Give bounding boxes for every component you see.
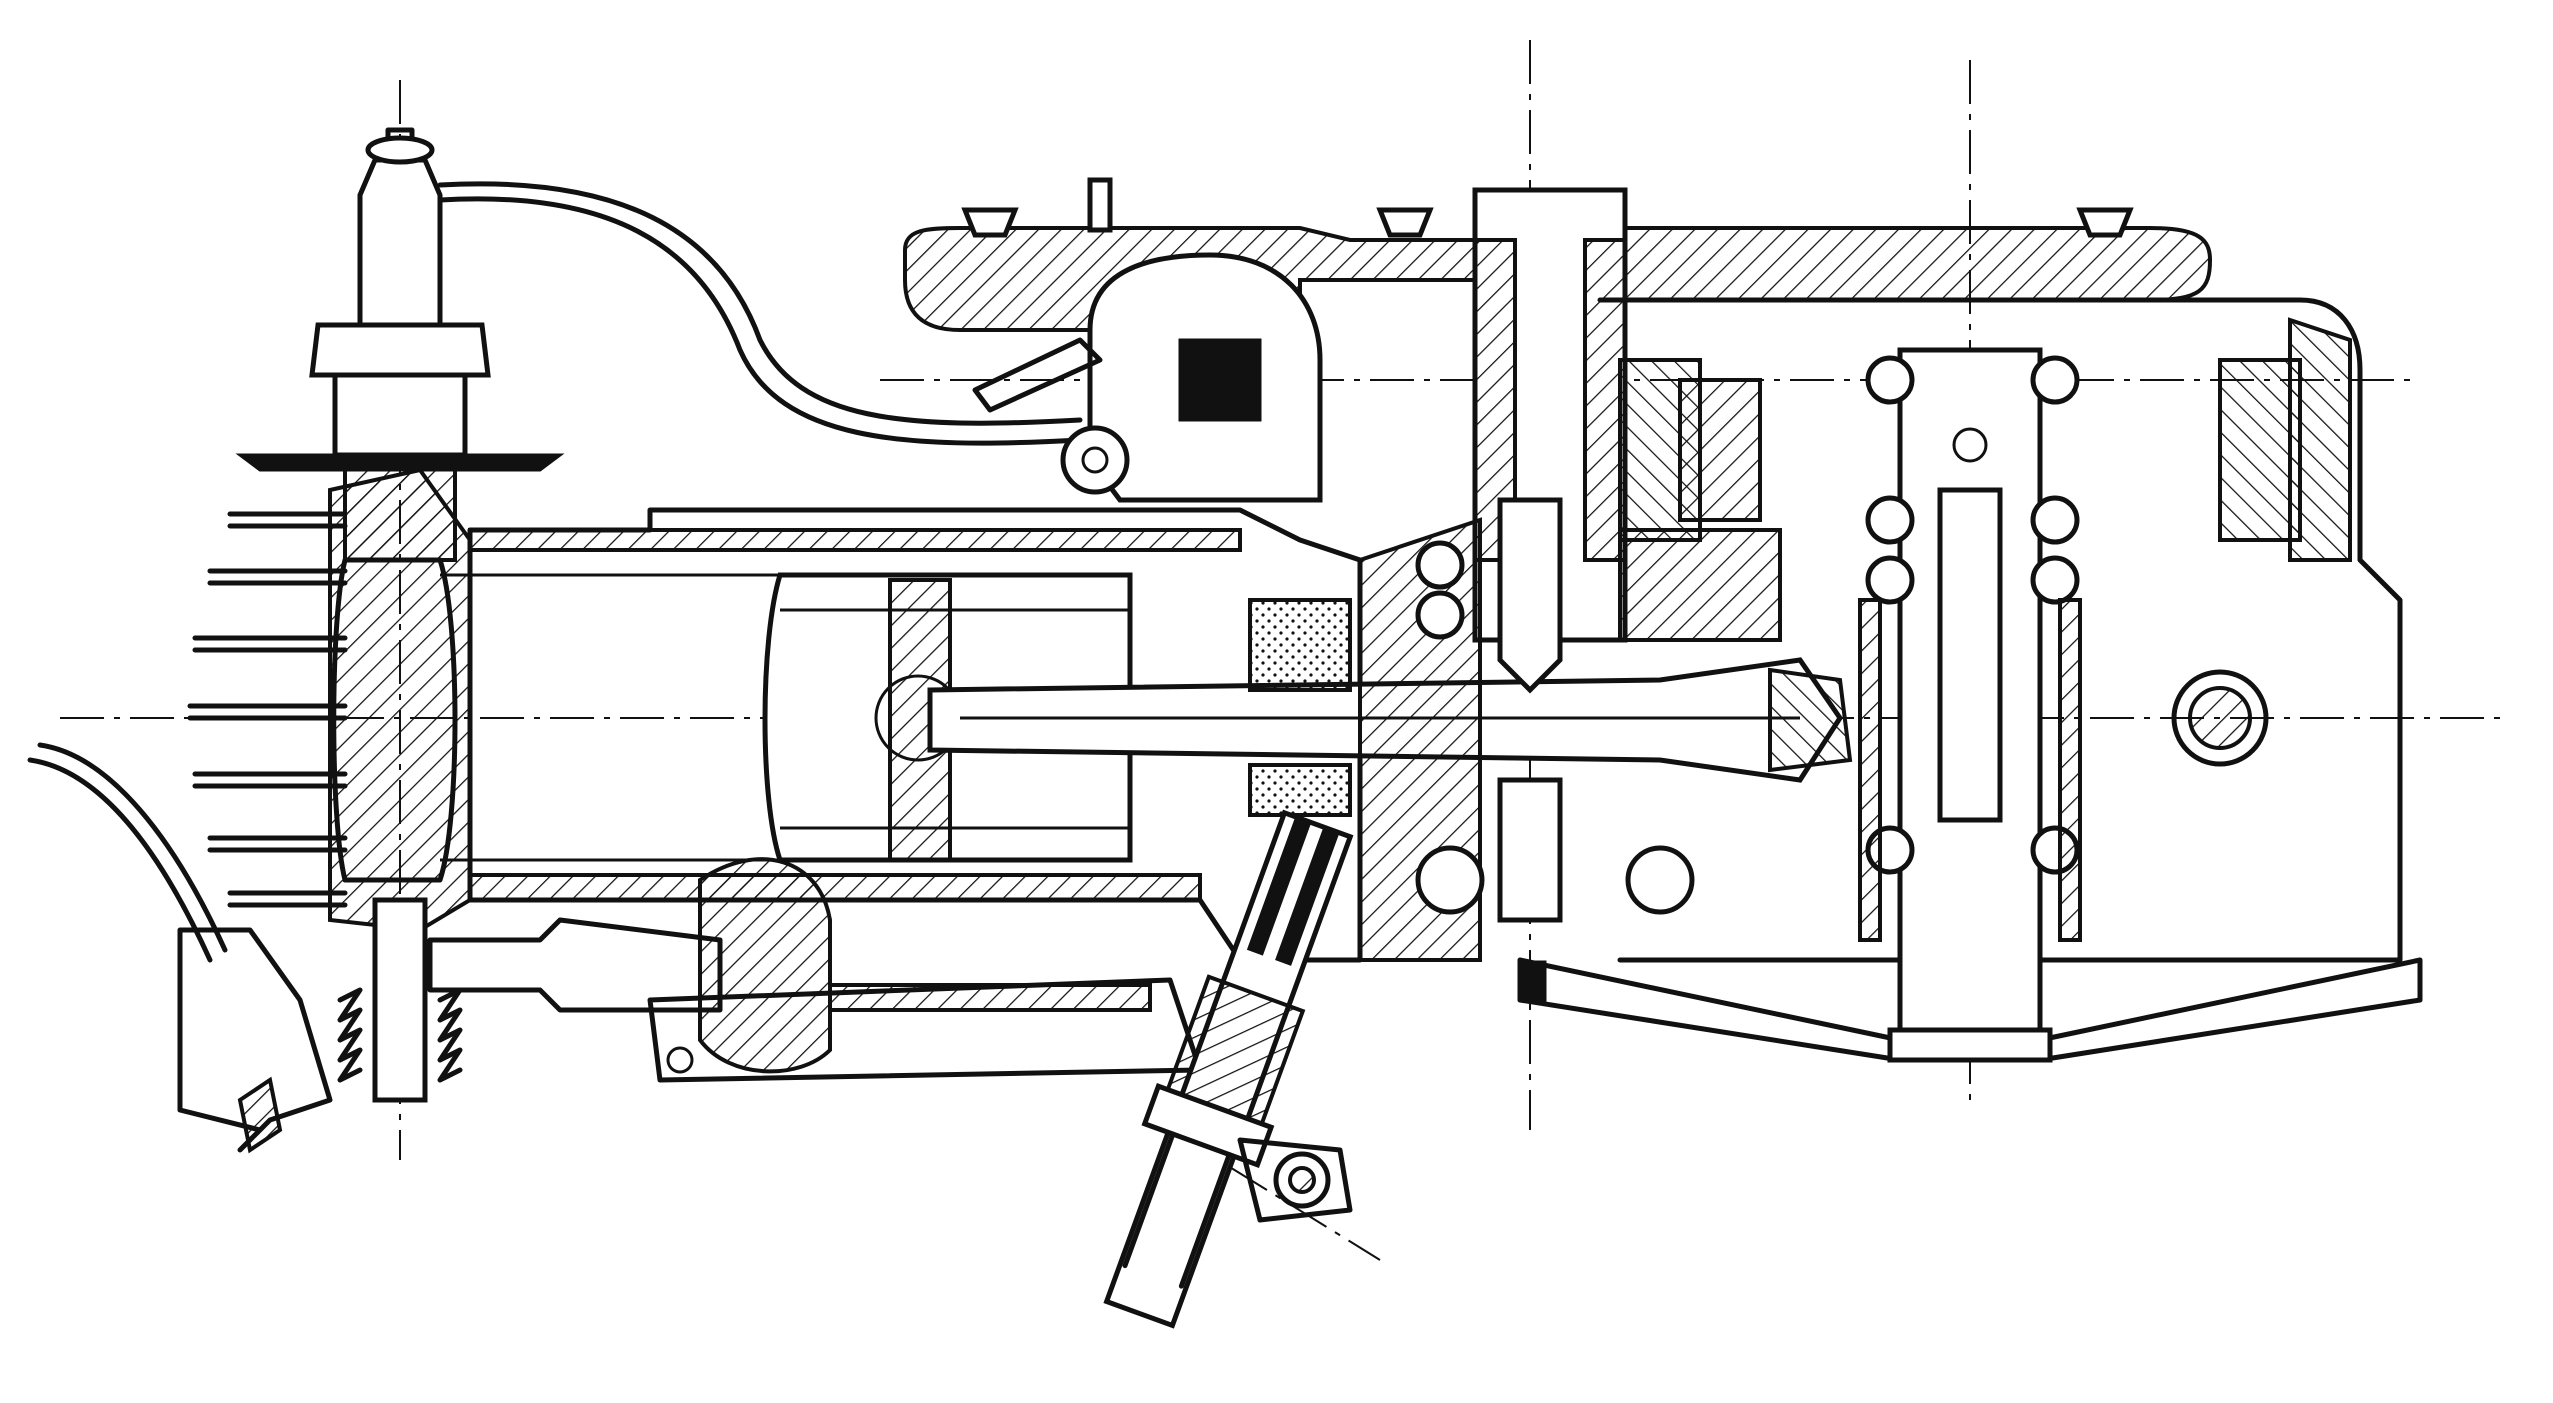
ignition-lead	[437, 181, 1083, 446]
belt-pulley	[1517, 957, 2423, 1063]
clutch-assembly	[1618, 347, 2302, 1063]
valve-spring	[177, 897, 463, 1154]
spark-plug	[235, 127, 565, 562]
housing-screws	[961, 177, 2134, 238]
cylinder-body	[331, 507, 1363, 963]
magneto-coil	[972, 252, 1323, 503]
throttle-cable	[27, 742, 228, 963]
crankshaft-assembly	[1248, 378, 1782, 923]
lower-lug	[1237, 1137, 1353, 1223]
kickstart-shaft	[1103, 809, 1354, 1329]
